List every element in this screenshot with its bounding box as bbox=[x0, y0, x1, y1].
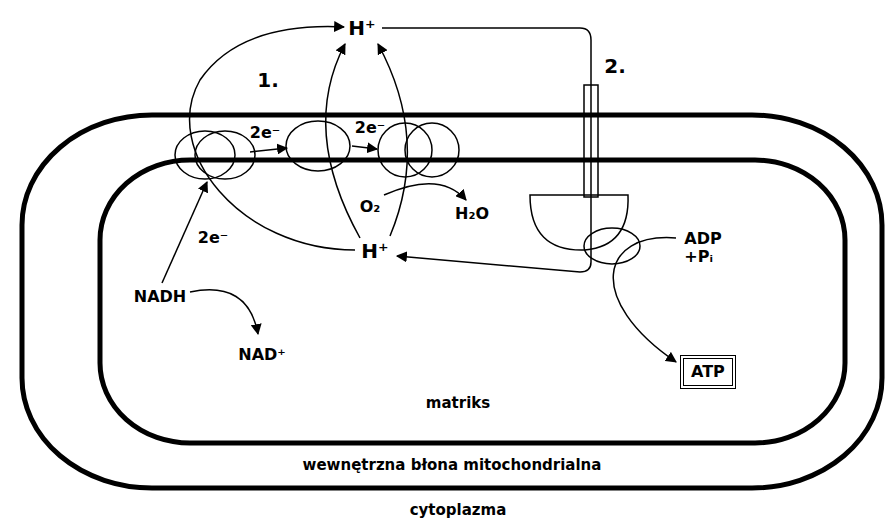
region-label: cytoplazma bbox=[410, 502, 507, 519]
callout-number: 2. bbox=[604, 55, 626, 77]
product-box: ATP bbox=[680, 355, 736, 389]
membrane-inner-line bbox=[100, 160, 845, 443]
electron-label: 2e⁻ bbox=[250, 124, 280, 142]
membrane-outer-line bbox=[22, 115, 882, 488]
complex-3 bbox=[378, 123, 459, 177]
oxygen-label: O₂ bbox=[360, 198, 381, 216]
nad-label: NAD⁺ bbox=[238, 346, 286, 364]
electron-label: 2e⁻ bbox=[355, 119, 385, 137]
reaction-arrows bbox=[162, 27, 676, 362]
region-label: matriks bbox=[426, 395, 490, 412]
nadh-label: NADH bbox=[134, 288, 186, 306]
product-label: ATP bbox=[691, 363, 725, 381]
atp-synthase bbox=[530, 85, 640, 264]
callout-number: 1. bbox=[257, 69, 279, 91]
proton-label: H⁺ bbox=[348, 17, 375, 39]
substrate-label: ADP +Pᵢ bbox=[684, 230, 721, 265]
complex-1 bbox=[175, 131, 255, 179]
proton-label: H⁺ bbox=[361, 240, 388, 262]
electron-label: 2e⁻ bbox=[198, 229, 228, 247]
membrane-label: wewnętrzna błona mitochondrialna bbox=[303, 457, 602, 474]
complex-2 bbox=[286, 121, 350, 171]
water-label: H₂O bbox=[455, 205, 489, 223]
